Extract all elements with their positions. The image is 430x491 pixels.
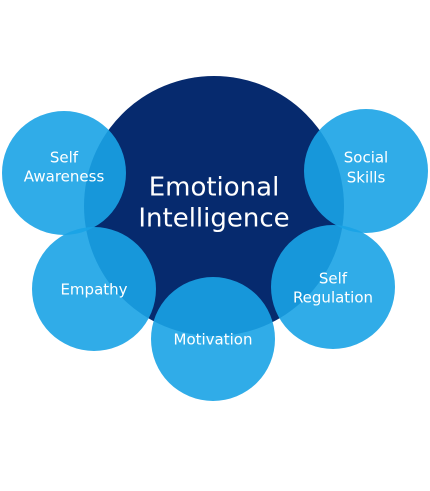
self-regulation-circle xyxy=(271,225,395,349)
outer-circles xyxy=(2,109,428,401)
self-awareness-circle xyxy=(2,111,126,235)
center-title-line2: Intelligence xyxy=(138,204,289,234)
center-title-line1: Emotional xyxy=(149,173,280,203)
social-skills-label-line1: Social xyxy=(344,149,388,167)
social-skills-label-line2: Skills xyxy=(347,169,386,187)
self-awareness-label-line2: Awareness xyxy=(24,168,105,186)
empathy-circle xyxy=(32,227,156,351)
self-regulation-label-line1: Self xyxy=(319,270,348,288)
social-skills-circle xyxy=(304,109,428,233)
empathy-label: Empathy xyxy=(60,281,127,299)
self-awareness-label-line1: Self xyxy=(50,149,79,167)
motivation-circle xyxy=(151,277,275,401)
self-regulation-label-line2: Regulation xyxy=(293,289,373,307)
motivation-label: Motivation xyxy=(174,331,253,349)
